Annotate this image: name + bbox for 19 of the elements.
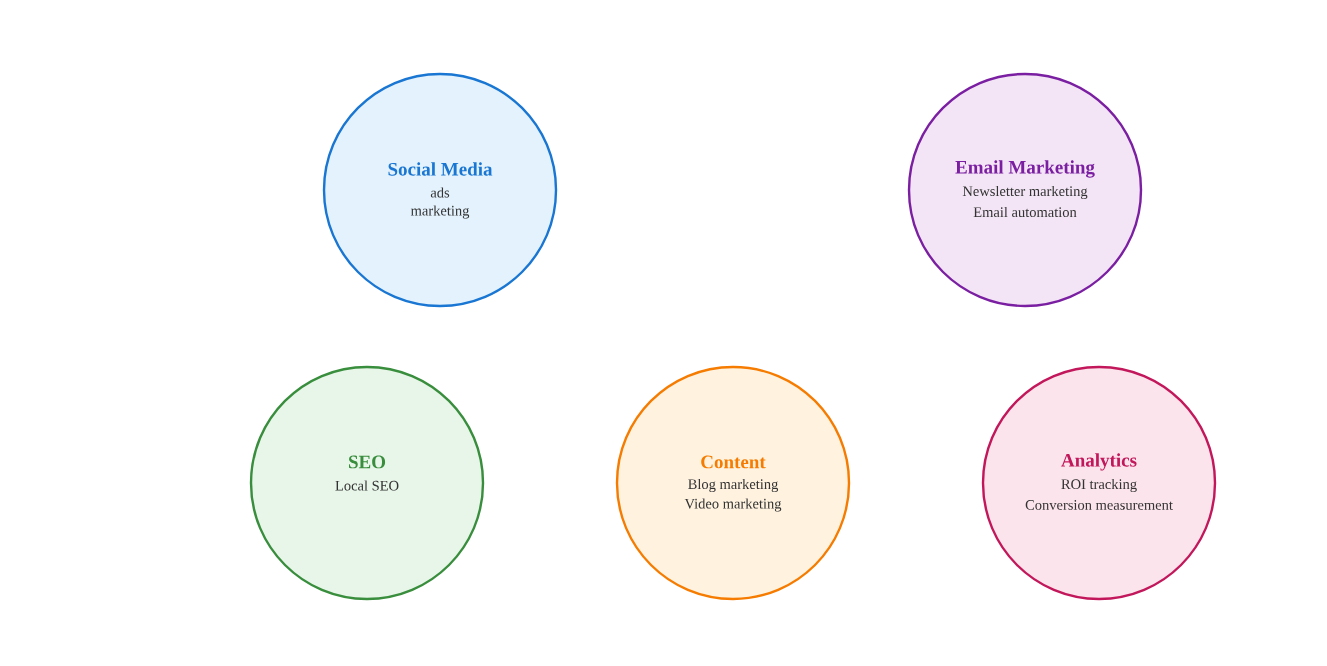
circle-title: SEO	[349, 455, 386, 469]
category-circle	[322, 72, 558, 308]
list-item: marketing	[410, 205, 470, 219]
list-item: ads	[430, 187, 450, 198]
list-item: Blog marketing	[688, 478, 779, 493]
list-item: Newsletter marketing	[962, 185, 1088, 200]
list-item: Local SEO	[335, 480, 399, 491]
category-circle	[249, 365, 485, 601]
circle-title: Social Media	[388, 162, 493, 176]
list-item: Email automation	[973, 206, 1077, 218]
circle-title: Analytics	[1061, 453, 1137, 471]
circle-title: Content	[701, 455, 766, 469]
circle-title: Email Marketing	[955, 160, 1095, 178]
list-item: Conversion measurement	[1025, 500, 1173, 510]
category-circle	[615, 365, 851, 601]
list-item: Video marketing	[684, 498, 782, 512]
list-item: ROI tracking	[1061, 478, 1137, 493]
category-circle	[981, 365, 1217, 601]
category-circle	[907, 72, 1143, 308]
